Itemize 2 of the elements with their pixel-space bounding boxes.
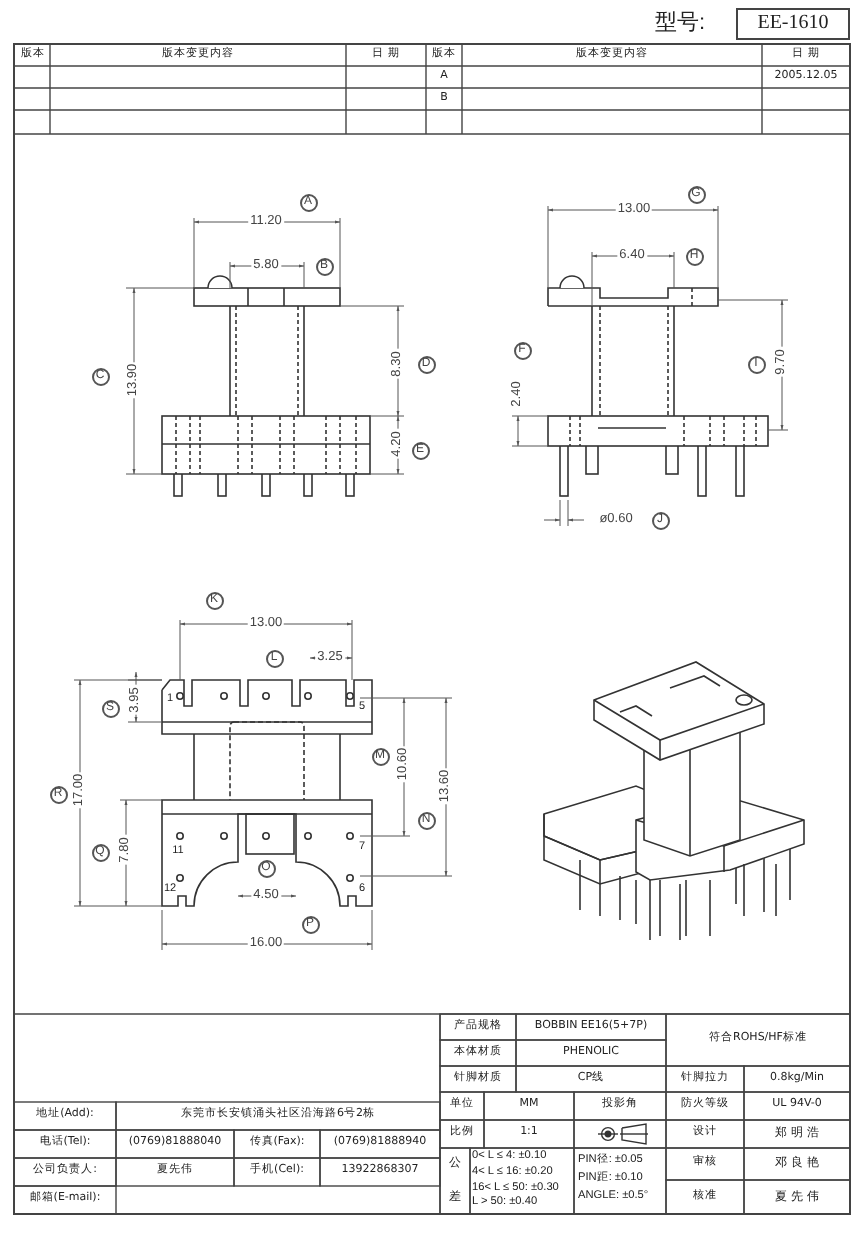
model-label: 型号: [654,13,706,35]
model-number-field: EE-1610 [736,8,850,40]
